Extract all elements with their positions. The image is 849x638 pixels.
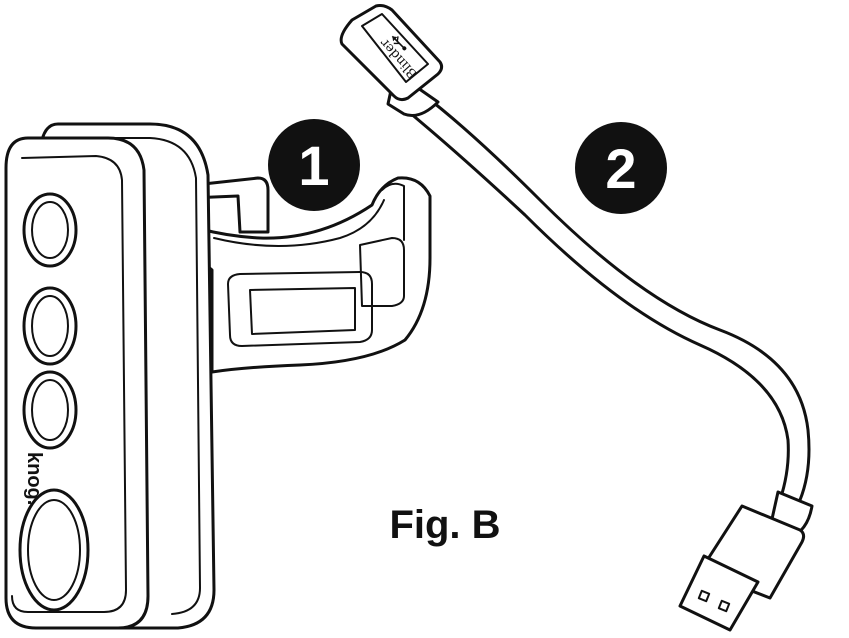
figure-caption: Fig. B [389,503,500,547]
callout-2: 2 [575,122,667,214]
callout-1-number: 1 [298,134,329,197]
callout-2-number: 2 [605,137,636,200]
bottom-connector [680,492,812,630]
callout-1: 1 [268,119,360,211]
top-connector: Blinder [341,6,441,116]
bike-light-unit: knog. [6,124,430,628]
device-brand-text: knog. [23,452,45,505]
